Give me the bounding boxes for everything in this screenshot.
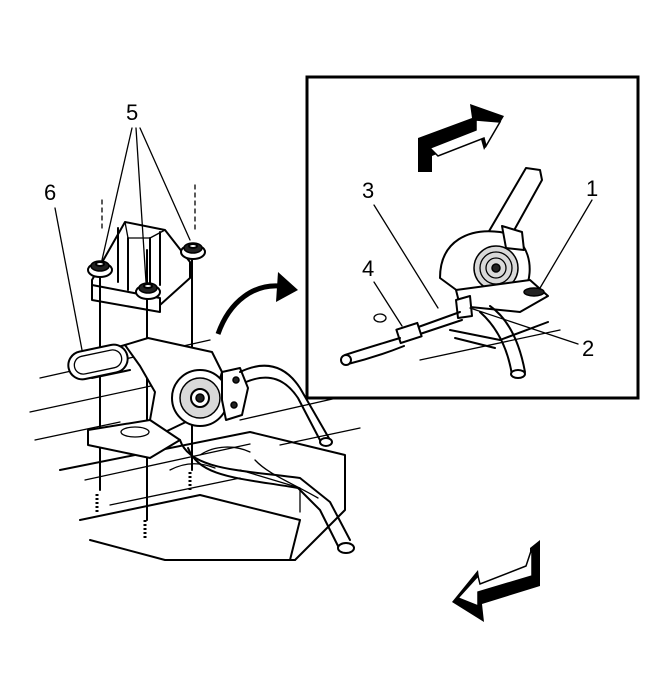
- callout-1: 1: [586, 176, 598, 201]
- nut-left: [87, 260, 113, 278]
- nut-middle: [135, 282, 161, 300]
- park-brake-pedal-assembly: [87, 337, 249, 459]
- inset-direction-arrow: [418, 104, 504, 172]
- callout-leaders: [54, 127, 593, 351]
- nut-right: [180, 242, 206, 260]
- detail-inset: [305, 75, 640, 400]
- callout-2: 2: [582, 336, 594, 361]
- mounting-studs: [95, 472, 192, 540]
- forward-direction-arrow: [452, 540, 540, 622]
- callout-4: 4: [362, 256, 374, 281]
- callout-5: 5: [126, 100, 138, 125]
- brake-pedal-pad: [67, 343, 129, 381]
- park-brake-cable: [179, 364, 355, 554]
- callout-3: 3: [362, 178, 374, 203]
- detail-view-arrow: [215, 272, 298, 335]
- callout-6: 6: [44, 180, 56, 205]
